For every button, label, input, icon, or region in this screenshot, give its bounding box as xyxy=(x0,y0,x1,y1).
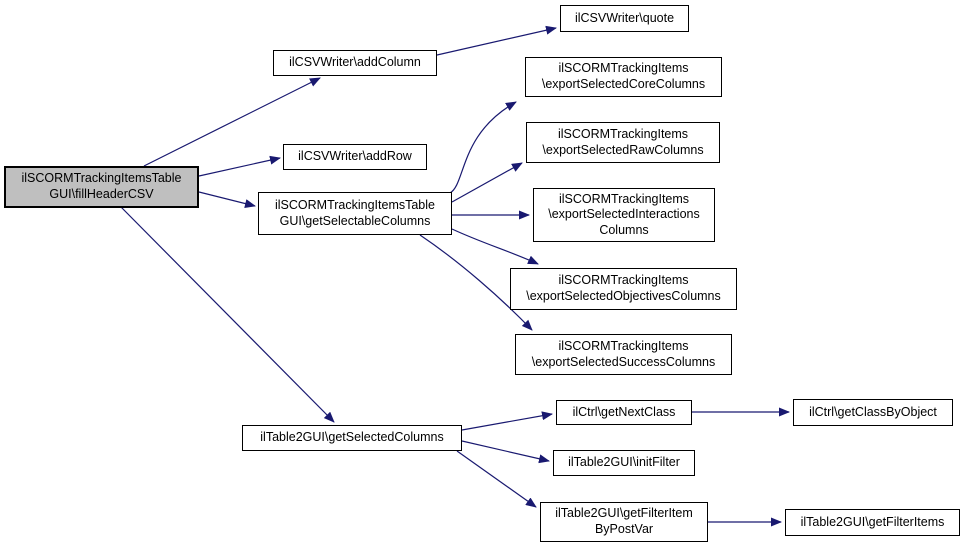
node-getselectedcolumns[interactable]: ilTable2GUI\getSelectedColumns xyxy=(242,425,462,451)
node-getnextclass[interactable]: ilCtrl\getNextClass xyxy=(556,400,692,425)
edge-getselectedcolumns-initfilter xyxy=(461,440,550,464)
node-quote[interactable]: ilCSVWriter\quote xyxy=(560,5,689,32)
edge-getselectedcolumns-getnextclass xyxy=(461,411,553,431)
edge-fillheadercsv-getselectablecolumns xyxy=(198,191,256,208)
edge-fillheadercsv-addcolumn xyxy=(143,77,321,167)
edge-getselectablecolumns-corecolumns xyxy=(449,101,517,194)
edge-fillheadercsv-addrow xyxy=(198,155,281,177)
node-exportselectedobjectivescolumns[interactable]: ilSCORMTrackingItems \exportSelectedObje… xyxy=(510,268,737,310)
node-exportselectedinteractionscolumns[interactable]: ilSCORMTrackingItems \exportSelectedInte… xyxy=(533,188,715,242)
node-exportselectedsuccesscolumns[interactable]: ilSCORMTrackingItems \exportSelectedSucc… xyxy=(515,334,732,375)
edge-getselectablecolumns-successcolumns xyxy=(419,234,533,331)
edge-getselectedcolumns-getfilteritembypostvar xyxy=(456,450,537,508)
node-getclassbyobject[interactable]: ilCtrl\getClassByObject xyxy=(793,399,953,426)
node-getfilteritems[interactable]: ilTable2GUI\getFilterItems xyxy=(785,509,960,536)
node-fillheadercsv[interactable]: ilSCORMTrackingItemsTable GUI\fillHeader… xyxy=(4,166,199,208)
node-getselectablecolumns[interactable]: ilSCORMTrackingItemsTable GUI\getSelecta… xyxy=(258,192,452,235)
node-addcolumn[interactable]: ilCSVWriter\addColumn xyxy=(273,50,437,76)
node-initfilter[interactable]: ilTable2GUI\initFilter xyxy=(553,450,695,476)
node-addrow[interactable]: ilCSVWriter\addRow xyxy=(283,144,427,170)
edge-getselectablecolumns-objectivescolumns xyxy=(451,228,539,265)
node-getfilteritembypostvar[interactable]: ilTable2GUI\getFilterItem ByPostVar xyxy=(540,502,708,542)
node-exportselectedcorecolumns[interactable]: ilSCORMTrackingItems \exportSelectedCore… xyxy=(525,57,722,97)
edge-addcolumn-quote xyxy=(436,25,557,56)
node-exportselectedrawcolumns[interactable]: ilSCORMTrackingItems \exportSelectedRawC… xyxy=(526,122,720,163)
edge-fillheadercsv-getselectedcolumns xyxy=(120,206,335,423)
edge-getselectablecolumns-rawcolumns xyxy=(451,162,523,203)
